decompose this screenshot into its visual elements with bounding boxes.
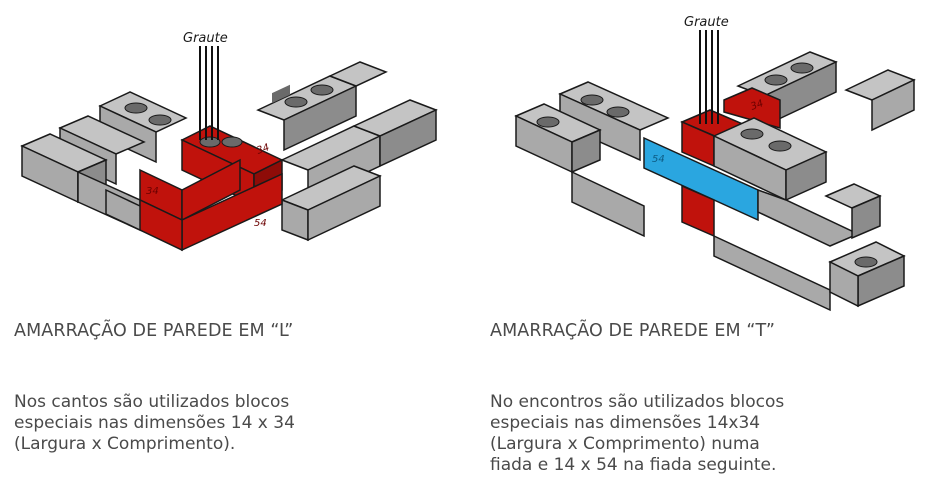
- l-junction-diagram: Graute 34 34 54: [20, 31, 438, 252]
- block-cell: [536, 62, 878, 268]
- special-block-34: [139, 158, 241, 222]
- l-junction-heading: AMARRAÇÃO DE PAREDE EM “L”: [14, 321, 294, 341]
- concrete-block: [280, 165, 382, 242]
- t-junction-diagram: Graute 54 34: [514, 15, 916, 312]
- panel-t-junction: Graute 54 34 AMARRAÇÃO DE PAREDE EM “T” …: [468, 0, 936, 486]
- concrete-block: [713, 234, 906, 312]
- block-dimension-label: 34: [146, 186, 159, 197]
- grout-rods: [199, 46, 219, 140]
- concrete-block: [844, 69, 916, 132]
- panel-l-junction: Graute 34 34 54 AMARRAÇÃO DE PAREDE EM “…: [14, 31, 438, 454]
- block-dimension-label: 34: [255, 142, 271, 157]
- special-block-54: [643, 136, 759, 222]
- concrete-block: [571, 170, 645, 238]
- concrete-block: [352, 99, 438, 168]
- block-dimension-label: 34: [749, 98, 765, 113]
- concrete-block: [328, 61, 388, 87]
- grout-rods: [699, 30, 719, 124]
- t-junction-heading: AMARRAÇÃO DE PAREDE EM “T”: [490, 321, 776, 341]
- block-cell: [124, 84, 334, 148]
- t-junction-description: No encontros são utilizados blocos espec…: [490, 392, 785, 475]
- block-dimension-label: 54: [254, 218, 267, 229]
- concrete-block: [757, 183, 882, 247]
- block-dimension-label: 54: [652, 154, 665, 165]
- l-junction-description: Nos cantos são utilizados blocos especia…: [14, 392, 295, 454]
- grout-label: Graute: [684, 15, 729, 30]
- grout-label: Graute: [183, 31, 228, 46]
- special-block-54: [139, 172, 283, 252]
